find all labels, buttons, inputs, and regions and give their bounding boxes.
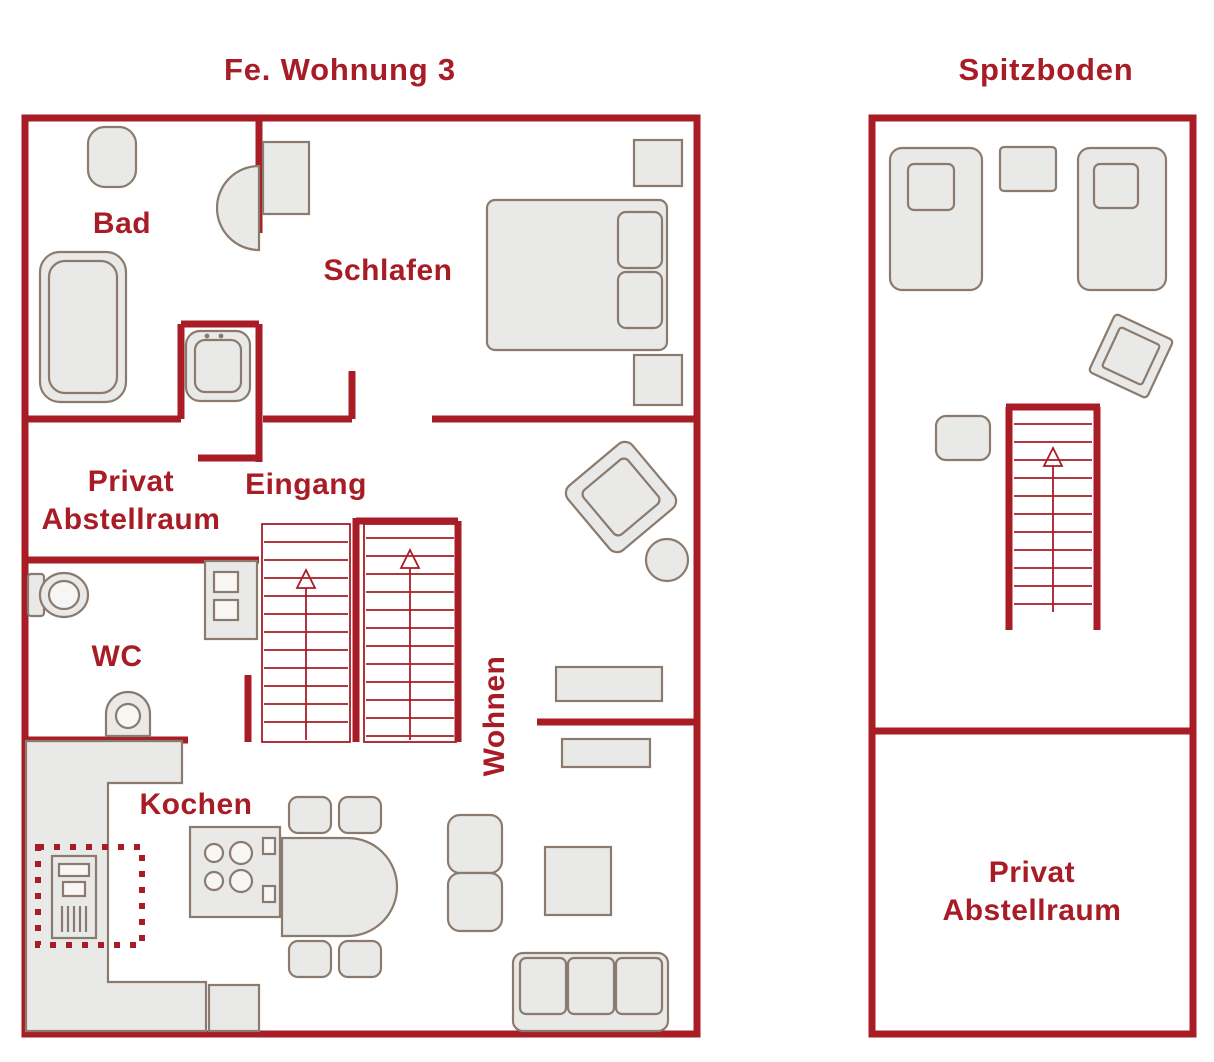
stove xyxy=(188,825,282,919)
attic-nightstand xyxy=(998,145,1058,193)
attic-bed-left xyxy=(888,146,984,292)
dining-table xyxy=(280,836,399,938)
attic-label-abstellraum: Abstellraum xyxy=(943,894,1122,927)
double-bed xyxy=(485,198,669,352)
room-label-kochen: Kochen xyxy=(139,788,252,821)
toilet xyxy=(26,571,90,619)
room-label-abstellraum: Abstellraum xyxy=(42,503,221,536)
pillow xyxy=(616,270,664,330)
nightstand-bottom xyxy=(632,353,684,407)
pillow xyxy=(906,162,956,212)
attic-seat-rotated xyxy=(1088,313,1174,399)
room-label-schlafen: Schlafen xyxy=(323,254,452,287)
attic-label-privat: Privat xyxy=(989,856,1075,889)
sofa xyxy=(511,951,670,1033)
appliance-clearance-outline xyxy=(35,844,145,948)
bathtub xyxy=(38,250,128,404)
door-swing xyxy=(215,164,261,252)
floor-plan-attic: Spitzboden Privat Abstellraum xyxy=(868,52,1197,1038)
room-label-eingang: Eingang xyxy=(245,468,367,501)
wc-sink xyxy=(104,690,152,738)
attic-bed-right xyxy=(1076,146,1168,292)
side-table xyxy=(644,537,690,583)
apartment-title: Fe. Wohnung 3 xyxy=(224,52,456,87)
chair xyxy=(337,939,383,979)
armchair xyxy=(446,813,504,933)
nightstand-top xyxy=(632,138,684,188)
stair-direction-arrow xyxy=(1042,445,1064,467)
staircase-up-left-plan xyxy=(363,523,457,743)
attic-staircase xyxy=(1014,423,1092,612)
attic-title: Spitzboden xyxy=(958,52,1133,87)
apartment-outer-wall xyxy=(21,114,701,1038)
tv-sideboard xyxy=(554,665,664,703)
fridge-oven-unit xyxy=(35,844,145,948)
stair-direction-arrow xyxy=(295,567,317,589)
tv-lowboard xyxy=(560,737,652,769)
shower-basin xyxy=(184,329,252,403)
utility-cabinet xyxy=(203,559,259,641)
wardrobe xyxy=(261,140,311,216)
room-label-wohnen: Wohnen xyxy=(478,656,511,777)
attic-interior-walls xyxy=(872,403,1193,735)
coffee-table xyxy=(543,845,613,917)
attic-outer-wall xyxy=(868,114,1197,1038)
armchair-rotated xyxy=(564,440,678,554)
chair xyxy=(287,795,333,835)
room-label-bad: Bad xyxy=(93,207,151,240)
room-label-privat: Privat xyxy=(88,465,174,498)
bathroom-sink xyxy=(86,125,138,189)
kitchen-counter xyxy=(24,739,208,1033)
pillow xyxy=(1092,162,1140,210)
dining-table-set xyxy=(280,795,399,979)
dishwasher xyxy=(207,983,261,1033)
staircase-down-left xyxy=(261,523,351,743)
chair xyxy=(337,795,383,835)
room-label-wc: WC xyxy=(92,640,143,673)
chair xyxy=(287,939,333,979)
floor-plan-apartment: Fe. Wohnung 3 xyxy=(21,52,701,1038)
pillow xyxy=(616,210,664,270)
stair-direction-arrow xyxy=(399,547,421,569)
attic-pouf xyxy=(934,414,992,462)
